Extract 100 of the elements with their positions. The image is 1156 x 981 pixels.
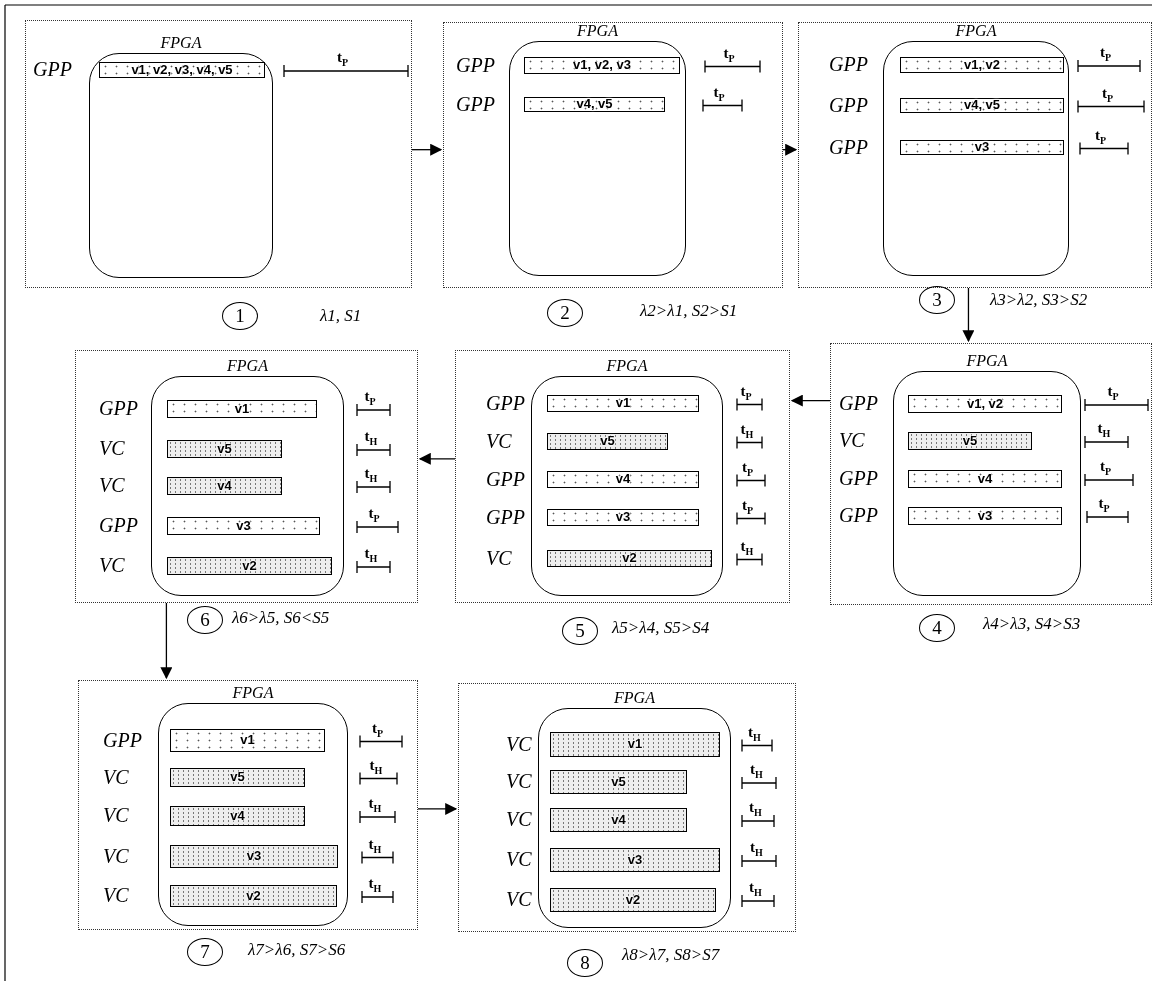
- task-bar: v4: [167, 477, 282, 495]
- time-label: t$_{H}$: [369, 756, 383, 778]
- task-bar: v1, v2, v3, v4, v5: [99, 62, 265, 78]
- processor-label: GPP: [839, 391, 878, 415]
- time-label: t$_{P}$: [1098, 495, 1110, 516]
- processor-label: VC: [506, 731, 532, 756]
- time-label: t$_{H}$: [368, 835, 382, 857]
- step-panel: [830, 343, 1152, 605]
- time-label: t$_{H}$: [749, 879, 762, 900]
- processor-label: VC: [103, 883, 129, 907]
- task-bar: v4: [550, 808, 687, 832]
- task-bar: v5: [170, 768, 305, 787]
- task-bar: v3: [550, 848, 720, 872]
- condition-label: λ8>λ7, S8>S7: [622, 944, 720, 966]
- condition-label: λ1, S1: [320, 305, 362, 327]
- condition-label: λ5>λ4, S5>S4: [612, 617, 710, 639]
- processor-label: GPP: [486, 466, 525, 491]
- task-bar: v3: [547, 509, 699, 526]
- processor-label: VC: [506, 887, 532, 911]
- task-bar: v2: [170, 885, 337, 907]
- task-bar: v4: [908, 470, 1062, 488]
- fpga-label: FPGA: [965, 351, 1009, 370]
- task-bar: v1: [167, 400, 317, 418]
- fpga-label: FPGA: [954, 21, 998, 40]
- arrow: [418, 452, 456, 465]
- processor-label: VC: [506, 807, 532, 831]
- processor-label: GPP: [829, 52, 868, 76]
- step-panel: [78, 680, 418, 930]
- time-label: t$_{P}$: [372, 719, 384, 741]
- task-bar: v1, v2, v3: [524, 57, 680, 74]
- time-label: t$_{H}$: [740, 420, 754, 442]
- processor-label: GPP: [456, 91, 495, 116]
- step-panel: [455, 350, 790, 603]
- arrow: [790, 394, 831, 407]
- task-bar: v3: [908, 507, 1062, 525]
- task-bar: v2: [547, 550, 712, 567]
- time-label: t$_{H}$: [368, 795, 382, 816]
- condition-label: λ4>λ3, S4>S3: [983, 613, 1081, 635]
- step-panel: [798, 22, 1152, 288]
- step-panel: [458, 683, 796, 932]
- processor-label: VC: [839, 428, 865, 452]
- processor-label: GPP: [99, 513, 138, 537]
- time-label: t$_{P}$: [1107, 383, 1119, 404]
- condition-label: λ2>λ1, S2>S1: [640, 300, 738, 322]
- task-bar: v1: [170, 729, 325, 752]
- time-label: t$_{H}$: [368, 875, 382, 896]
- fpga-label: FPGA: [605, 356, 649, 375]
- task-bar: v1: [547, 395, 699, 412]
- fpga-label: FPGA: [576, 21, 619, 40]
- task-bar: v2: [550, 888, 716, 912]
- processor-label: GPP: [829, 92, 868, 117]
- fpga-label: FPGA: [613, 688, 656, 707]
- time-label: t$_{P}$: [1102, 84, 1114, 106]
- task-bar: v2: [167, 557, 332, 575]
- task-bar: v3: [167, 517, 320, 535]
- condition-label: λ6>λ5, S6<S5: [232, 607, 330, 629]
- processor-label: VC: [486, 545, 512, 570]
- processor-label: VC: [506, 769, 532, 793]
- step-panel: [443, 22, 783, 288]
- processor-label: GPP: [456, 52, 495, 77]
- task-bar: v5: [547, 433, 668, 450]
- processor-label: VC: [486, 428, 512, 453]
- time-label: t$_{H}$: [364, 545, 378, 566]
- task-bar: v5: [550, 770, 687, 794]
- arrow: [782, 143, 798, 156]
- task-bar: v1, v2: [908, 395, 1062, 413]
- condition-label: λ7>λ6, S7>S6: [248, 939, 346, 961]
- time-label: t$_{H}$: [750, 839, 763, 860]
- processor-label: VC: [506, 847, 532, 871]
- processor-label: VC: [99, 473, 125, 497]
- processor-label: GPP: [103, 727, 142, 752]
- time-label: t$_{P}$: [740, 382, 752, 404]
- processor-label: GPP: [839, 466, 878, 490]
- processor-label: GPP: [829, 134, 868, 159]
- fpga-label: FPGA: [231, 683, 275, 702]
- task-bar: v3: [900, 140, 1064, 155]
- time-label: t$_{H}$: [749, 799, 762, 820]
- time-label: t$_{P}$: [337, 49, 349, 70]
- processor-label: GPP: [486, 390, 525, 415]
- time-label: t$_{H}$: [364, 428, 378, 449]
- arrow: [160, 602, 173, 680]
- processor-label: VC: [99, 436, 125, 460]
- task-bar: v1, v2: [900, 57, 1064, 73]
- time-label: t$_{P}$: [742, 496, 754, 518]
- processor-label: VC: [103, 803, 129, 827]
- task-bar: v1: [550, 732, 720, 757]
- time-label: t$_{P}$: [713, 83, 725, 105]
- time-label: t$_{H}$: [1097, 420, 1111, 441]
- task-bar: v4: [547, 471, 699, 488]
- time-label: t$_{H}$: [740, 537, 754, 559]
- time-label: t$_{H}$: [750, 761, 763, 782]
- time-label: t$_{P}$: [1100, 458, 1112, 479]
- processor-label: VC: [103, 843, 129, 868]
- task-bar: v5: [167, 440, 282, 458]
- time-label: t$_{H}$: [748, 723, 761, 745]
- time-label: t$_{P}$: [1100, 44, 1112, 65]
- processor-label: GPP: [33, 57, 72, 81]
- condition-label: λ3>λ2, S3>S2: [990, 289, 1088, 311]
- time-label: t$_{P}$: [364, 388, 376, 409]
- time-label: t$_{P}$: [1095, 126, 1107, 148]
